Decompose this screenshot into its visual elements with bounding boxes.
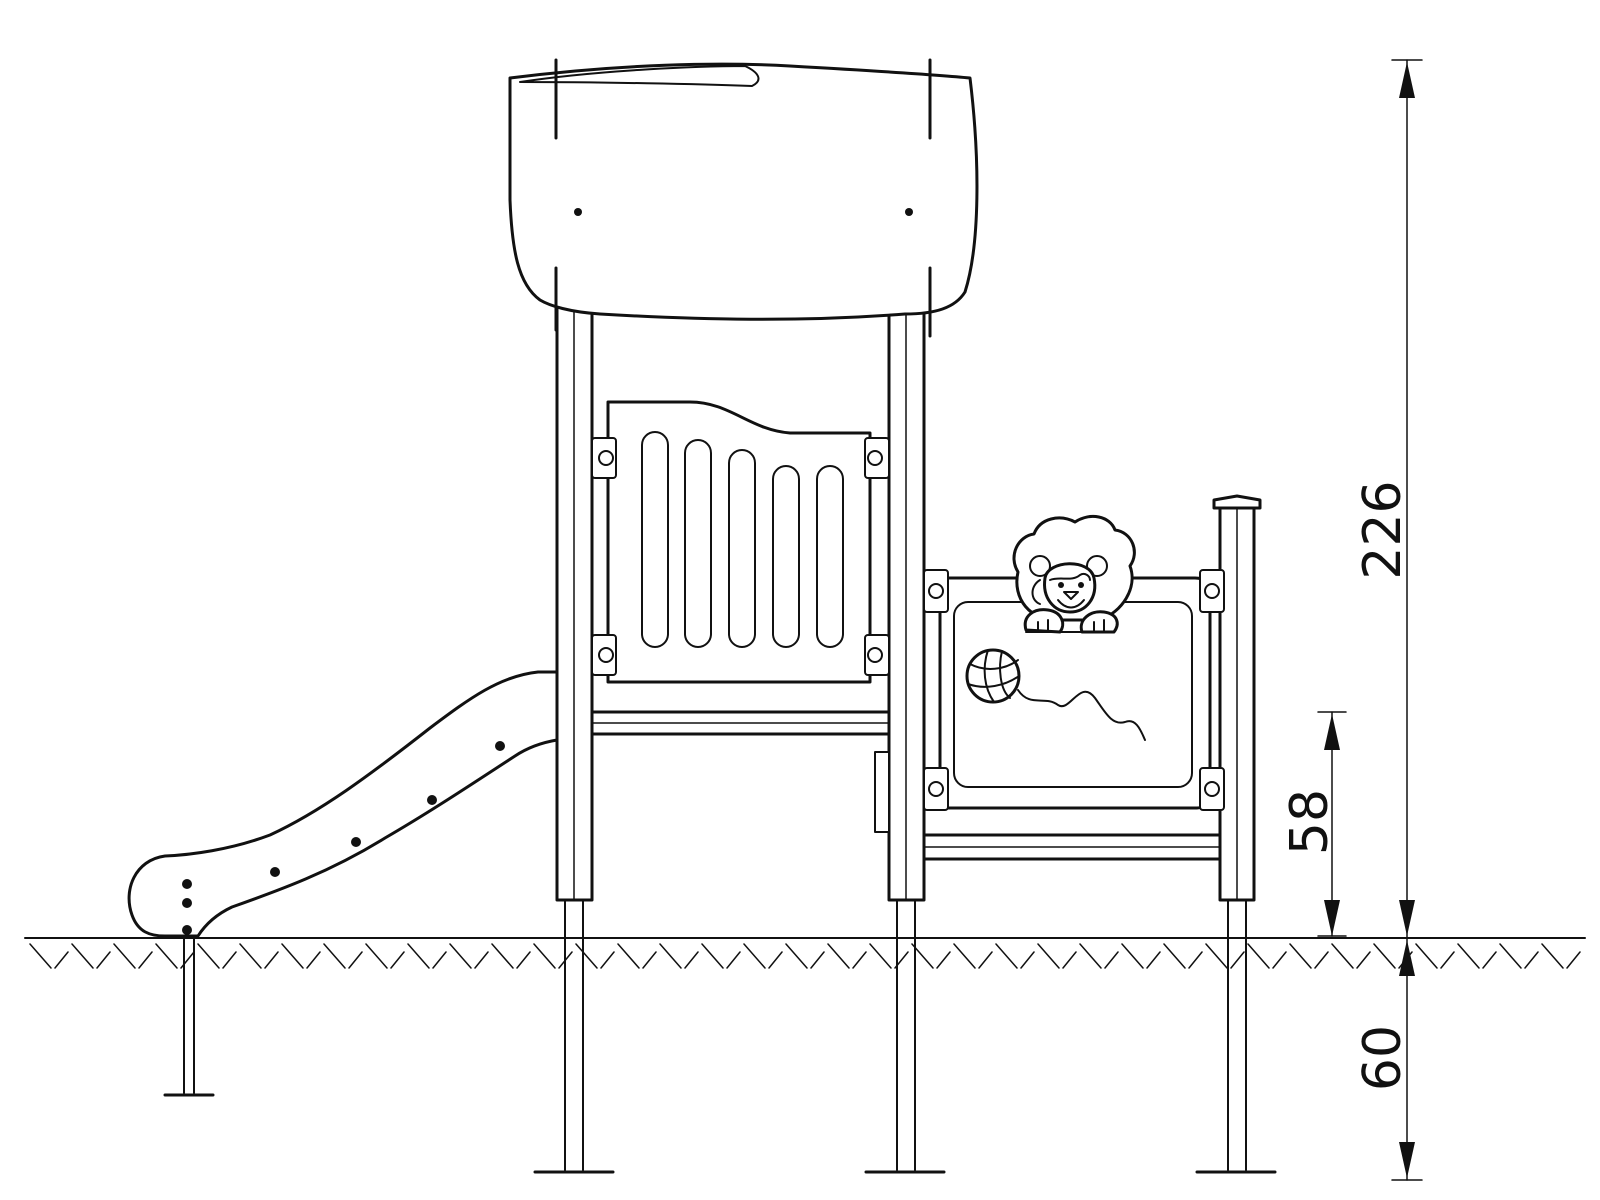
tower-deck — [590, 710, 891, 833]
slide-bolts — [182, 741, 505, 935]
right-post — [1212, 494, 1262, 902]
left-post-footing — [533, 899, 615, 1174]
dimension-lines — [1317, 59, 1431, 1181]
play-panel-clamps — [923, 569, 1225, 811]
lion-right-paw — [1079, 610, 1119, 634]
hatch-strokes — [29, 943, 1581, 969]
tower-posts — [555, 303, 926, 902]
slide — [127, 670, 559, 938]
play-panel — [923, 569, 1225, 811]
platform-height-label: 58 — [1280, 789, 1340, 855]
slide-footing — [163, 937, 215, 1097]
foundations — [163, 899, 1277, 1174]
roof-brackets — [554, 58, 932, 338]
right-post-footing — [1195, 899, 1277, 1174]
roof — [508, 58, 979, 338]
lion-icon — [1012, 514, 1136, 634]
left-tower-post — [555, 303, 594, 902]
panel-slots — [641, 431, 844, 648]
total-height-label: 226 — [1353, 480, 1413, 579]
dimension-labels: 226 58 60 — [1280, 480, 1413, 1091]
yarn-ball-icon — [965, 648, 1146, 741]
roof-panel — [508, 62, 979, 321]
lion-left-paw — [1023, 608, 1065, 634]
slide-chute — [127, 670, 559, 938]
middle-tower-post — [887, 303, 926, 902]
slotted-panel — [606, 400, 872, 684]
right-post-cap — [1212, 494, 1262, 510]
middle-post-footing — [864, 899, 946, 1174]
tower-side-panel — [591, 400, 890, 684]
panel-clamps — [591, 437, 890, 676]
ground — [24, 937, 1586, 969]
foundation-depth-label: 60 — [1353, 1025, 1413, 1091]
low-platform — [922, 833, 1222, 861]
lion-face — [1043, 562, 1097, 614]
ground-hatching — [29, 943, 1581, 969]
